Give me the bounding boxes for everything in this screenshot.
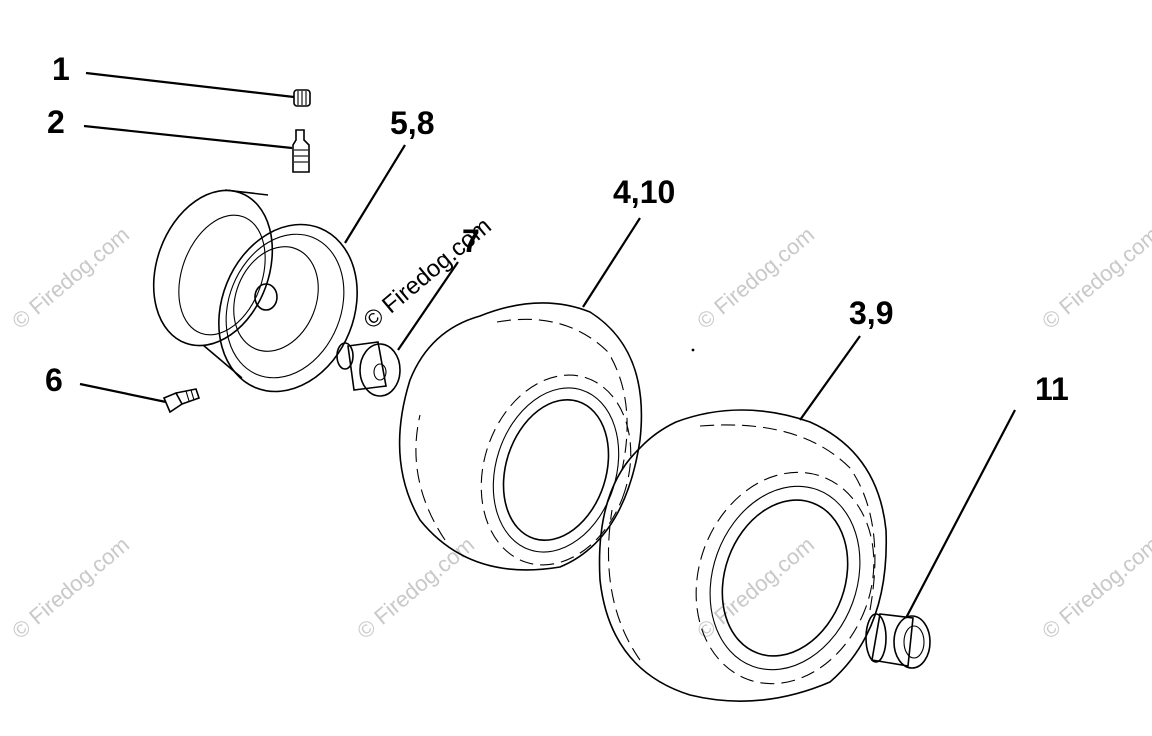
callout-3-9: 3,9 (849, 295, 893, 331)
watermark: © Firedog.com (7, 222, 134, 334)
lug-bolt-part (162, 388, 201, 414)
callout-6: 6 (45, 362, 63, 398)
leader-line (905, 409, 1016, 619)
leader-line (799, 335, 861, 421)
callout-labels: 1 2 5,8 7 4,10 3,9 6 11 (45, 51, 1069, 407)
front-tire-part (398, 302, 695, 571)
wheel-rim-part (152, 189, 358, 393)
callout-1: 1 (52, 51, 70, 87)
watermark: © Firedog.com (1037, 222, 1152, 334)
leader-lines (79, 71, 1016, 619)
watermark: © Firedog.com (1037, 532, 1152, 644)
leader-line (397, 261, 459, 351)
leader-line (582, 217, 641, 308)
watermark: © Firedog.com (352, 532, 479, 644)
leader-line (344, 144, 406, 244)
leader-line (85, 71, 295, 99)
watermark: © Firedog.com (692, 222, 819, 334)
callout-4-10: 4,10 (613, 174, 675, 210)
watermark-group: © Firedog.com © Firedog.com © Firedog.co… (7, 213, 1152, 644)
leader-line (83, 124, 293, 150)
valve-stem-part (292, 129, 310, 173)
watermark: © Firedog.com (692, 532, 819, 644)
watermark: © Firedog.com (7, 532, 134, 644)
callout-11: 11 (1035, 371, 1069, 407)
hub-cap-part (865, 613, 931, 669)
callout-5-8: 5,8 (390, 105, 434, 141)
bushing-part (336, 341, 401, 397)
callout-2: 2 (47, 104, 65, 140)
rear-tire-part (598, 409, 888, 702)
callout-7: 7 (462, 223, 480, 259)
valve-cap-part (293, 89, 311, 107)
leader-line (79, 382, 167, 404)
